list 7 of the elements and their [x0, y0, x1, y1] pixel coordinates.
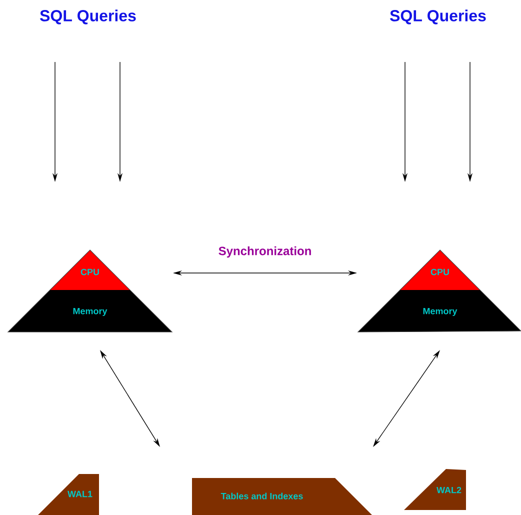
memory-trapezoid: Memory: [358, 290, 521, 332]
heading-text: SQL Queries: [390, 10, 486, 24]
memory-trapezoid: Memory: [8, 290, 172, 332]
edge-label: Synchronization: [218, 246, 311, 258]
cpu-triangle: CPU: [50, 250, 130, 290]
heading-text: SQL Queries: [40, 10, 136, 24]
cpu-triangle: CPU: [400, 250, 480, 290]
